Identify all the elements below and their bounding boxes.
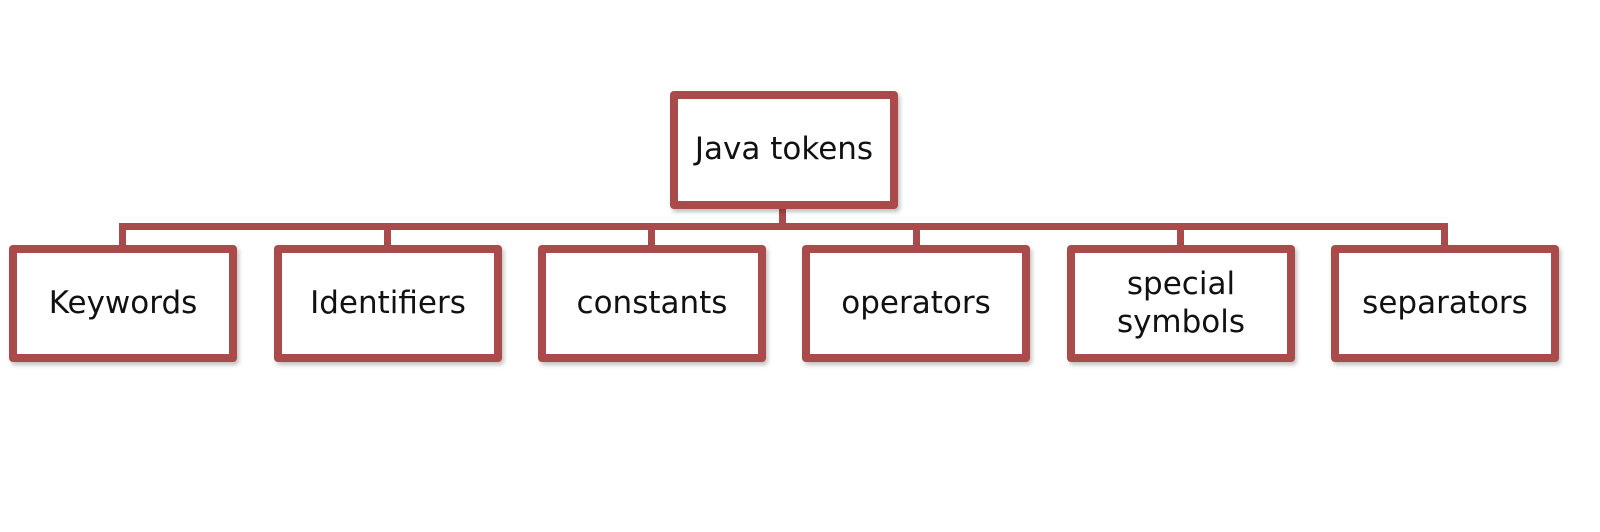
- root-node-java-tokens: Java tokens: [670, 91, 898, 209]
- connector-stem-identifiers: [384, 223, 391, 249]
- node-special-symbols: special symbols: [1067, 245, 1295, 362]
- connector-stem-keywords: [119, 223, 126, 249]
- node-label: separators: [1362, 284, 1528, 321]
- node-label: special symbols: [1116, 265, 1246, 340]
- node-label: Identifiers: [310, 284, 466, 321]
- connector-stem-operators: [913, 223, 920, 249]
- connector-horizontal-bus: [119, 223, 1448, 230]
- root-node-label: Java tokens: [694, 131, 874, 168]
- node-constants: constants: [538, 245, 766, 362]
- connector-root-stem: [779, 206, 786, 230]
- node-label: Keywords: [48, 284, 198, 321]
- node-identifiers: Identifiers: [274, 245, 502, 362]
- node-keywords: Keywords: [9, 245, 237, 362]
- node-operators: operators: [802, 245, 1030, 362]
- node-label: constants: [576, 284, 728, 321]
- connector-stem-separators: [1441, 223, 1448, 249]
- node-label: operators: [841, 284, 991, 321]
- node-separators: separators: [1331, 245, 1559, 362]
- connector-stem-constants: [648, 223, 655, 249]
- connector-stem-special-symbols: [1177, 223, 1184, 249]
